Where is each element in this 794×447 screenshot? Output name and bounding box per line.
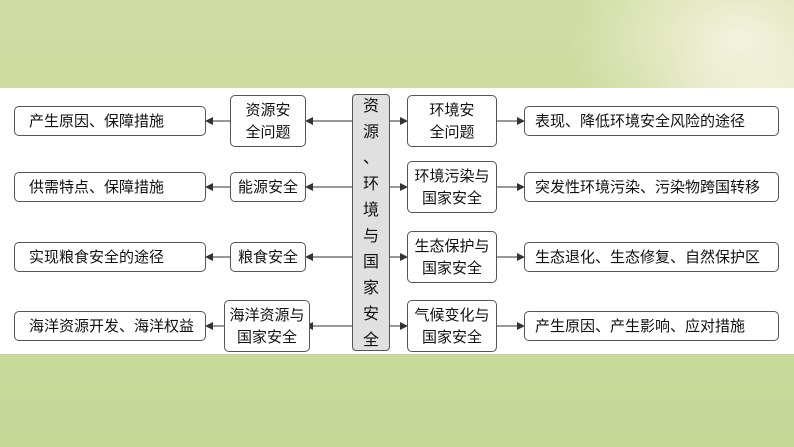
left-topic-2: 能源安全	[230, 172, 306, 202]
left-topic-3: 粮食安全	[230, 242, 306, 272]
left-detail-1: 产生原因、保障措施	[14, 106, 206, 136]
center-topic-box: 资源、环境与国家安全	[352, 94, 390, 351]
right-detail-4: 产生原因、产生影响、应对措施	[524, 311, 779, 341]
center-topic-char: 家	[362, 277, 379, 297]
left-detail-3: 实现粮食安全的途径	[14, 242, 206, 272]
right-detail-3: 生态退化、生态修复、自然保护区	[524, 242, 779, 272]
left-topic-4: 海洋资源与 国家安全	[224, 300, 310, 352]
right-topic-2: 环境污染与 国家安全	[407, 161, 497, 213]
right-topic-4: 气候变化与 国家安全	[407, 300, 497, 352]
left-topic-1: 资源安 全问题	[230, 95, 306, 147]
center-topic-char: 源	[362, 121, 379, 141]
center-topic-char: 与	[362, 225, 379, 245]
center-topic-char: 国	[362, 251, 379, 271]
center-topic-char: 全	[362, 329, 379, 349]
right-topic-1: 环境安 全问题	[407, 95, 497, 147]
center-topic-char: 环	[362, 173, 379, 193]
right-topic-3: 生态保护与 国家安全	[407, 231, 497, 283]
center-topic-char: 安	[362, 303, 379, 323]
center-topic-char: 境	[362, 199, 379, 219]
center-topic-char: 资	[362, 95, 379, 115]
right-detail-1: 表现、降低环境安全风险的途径	[524, 106, 779, 136]
left-detail-4: 海洋资源开发、海洋权益	[14, 311, 206, 341]
center-topic-char: 、	[362, 147, 379, 167]
left-detail-2: 供需特点、保障措施	[14, 172, 206, 202]
right-detail-2: 突发性环境污染、污染物跨国转移	[524, 172, 779, 202]
